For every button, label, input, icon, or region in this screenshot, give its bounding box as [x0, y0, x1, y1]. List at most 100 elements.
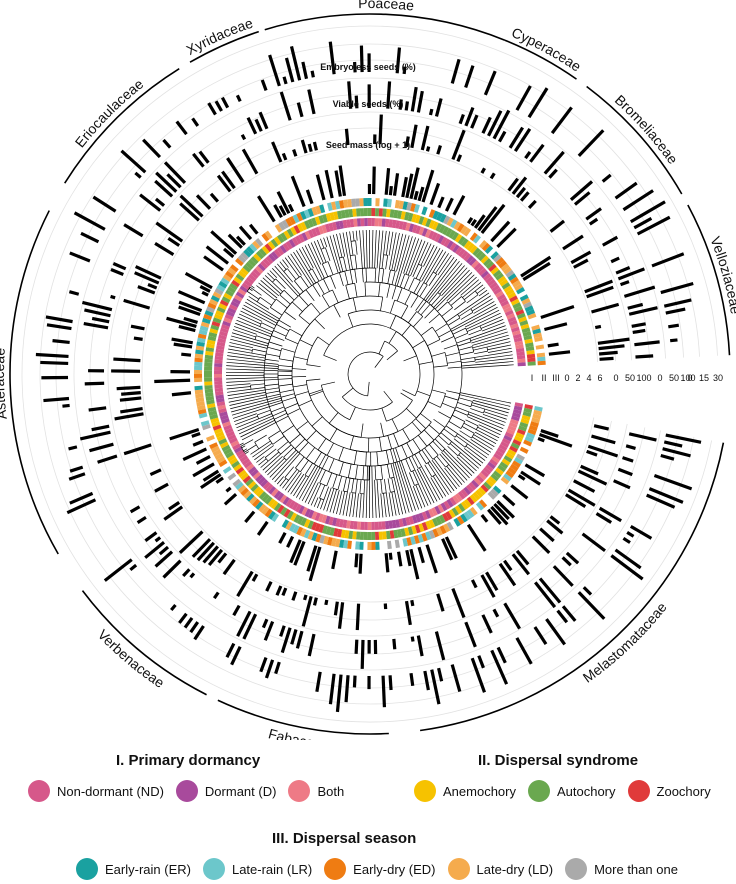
season-cell: [367, 198, 372, 207]
tree-branch: [471, 334, 509, 346]
syndrome-cell: [507, 291, 517, 300]
trait-bar-3: [490, 649, 509, 685]
season-cell: [261, 233, 270, 242]
tree-stem: [294, 280, 304, 292]
tree-stem: [288, 469, 298, 481]
syndrome-cell: [382, 531, 387, 540]
tree-stem: [347, 313, 354, 328]
tree-stem: [355, 240, 358, 255]
tree-branch: [250, 285, 255, 289]
trait-bar-0: [256, 520, 269, 536]
tree-branch: [260, 280, 280, 297]
tree-arc: [256, 297, 261, 302]
season-cell: [249, 496, 258, 505]
ring-guide-2: [107, 111, 633, 637]
tree-branch: [284, 470, 300, 491]
tree-branch: [430, 477, 444, 499]
tree-branch: [264, 275, 273, 283]
trait-bar-0: [502, 493, 516, 507]
syndrome-cell: [488, 263, 497, 272]
trait-bar-3: [260, 79, 268, 91]
tree-stem: [448, 421, 462, 429]
trait-bar-3: [230, 645, 242, 666]
season-cell: [466, 509, 475, 519]
season-cell: [503, 266, 512, 275]
syndrome-cell: [344, 209, 350, 218]
trait-bar-3: [129, 563, 138, 572]
dormancy-cell: [307, 229, 315, 239]
tree-stem: [268, 341, 283, 347]
syndrome-cell: [322, 214, 328, 223]
tree-stem: [282, 396, 296, 402]
season-cell: [200, 420, 210, 427]
tree-branch: [437, 263, 463, 293]
syndrome-cell: [209, 328, 219, 335]
dormancy-cell: [475, 474, 485, 483]
season-cell: [532, 328, 542, 335]
trait-bar-2: [492, 608, 500, 618]
trait-bar-2: [585, 207, 602, 221]
trait-bar-0: [388, 185, 393, 196]
season-cell: [509, 463, 519, 472]
season-cell: [222, 466, 232, 474]
season-cell: [246, 246, 255, 255]
syndrome-cell: [237, 469, 247, 478]
season-cell: [512, 280, 521, 288]
trait-bar-2: [503, 602, 521, 630]
tree-arc: [470, 401, 473, 407]
trait-bar-0: [429, 182, 441, 206]
syndrome-cell: [240, 472, 249, 481]
legend-dormancy-items: Non-dormant (ND)Dormant (D)Both: [28, 780, 356, 802]
dormancy-cell: [245, 276, 255, 285]
tree-branch: [336, 233, 343, 258]
syndrome-cell: [215, 310, 225, 317]
dormancy-cell: [298, 233, 305, 243]
syndrome-cell: [488, 476, 497, 485]
tree-arc: [418, 466, 422, 469]
dormancy-cell: [457, 248, 466, 257]
syndrome-cell: [475, 250, 484, 259]
dormancy-cell: [324, 223, 331, 233]
trait-bar-3: [409, 672, 415, 687]
tree-stem: [450, 296, 462, 306]
season-cell: [530, 421, 539, 428]
dormancy-cell: [318, 225, 324, 235]
tree-branch: [432, 475, 447, 497]
syndrome-cell: [393, 529, 399, 539]
tree-stem: [349, 255, 353, 270]
trait-bar-3: [402, 66, 407, 75]
trait-bar-0: [171, 337, 194, 345]
dormancy-cell: [215, 394, 224, 400]
dormancy-cell: [217, 338, 226, 344]
syndrome-cell: [210, 417, 220, 424]
legend-item-season-1: Late-rain (LR): [202, 858, 312, 880]
trait-bar-1: [147, 282, 158, 290]
tree-arc: [350, 254, 356, 256]
tree-stem: [289, 433, 301, 444]
syndrome-cell: [235, 273, 245, 282]
season-cell: [534, 336, 543, 342]
family-arc-2: [586, 85, 683, 195]
tree-branch: [241, 422, 276, 441]
syndrome-cell: [237, 270, 247, 279]
tree-branch: [487, 344, 512, 351]
tree-branch: [258, 458, 267, 466]
trait-bar-0: [177, 290, 206, 305]
syndrome-cell: [518, 316, 527, 323]
ring-axis-labels: Embryoless seeds (%)Viable seeds (%)Seed…: [320, 62, 723, 383]
trait-bar-0: [441, 538, 454, 561]
dormancy-cell: [491, 284, 500, 293]
tree-branch: [420, 243, 432, 266]
dormancy-cell: [509, 418, 519, 425]
tree-arc: [259, 322, 262, 327]
syndrome-cell: [229, 457, 238, 466]
trait-bar-3: [46, 323, 72, 331]
trait-bar-2: [88, 406, 107, 412]
season-cell: [218, 280, 228, 289]
season-cell: [194, 377, 203, 383]
tree-stem: [444, 395, 459, 401]
tree-arc: [320, 247, 326, 250]
tree-stem: [431, 294, 441, 306]
trait-bar-3: [648, 487, 684, 504]
legend-item-season-0: Early-rain (ER): [76, 858, 191, 880]
